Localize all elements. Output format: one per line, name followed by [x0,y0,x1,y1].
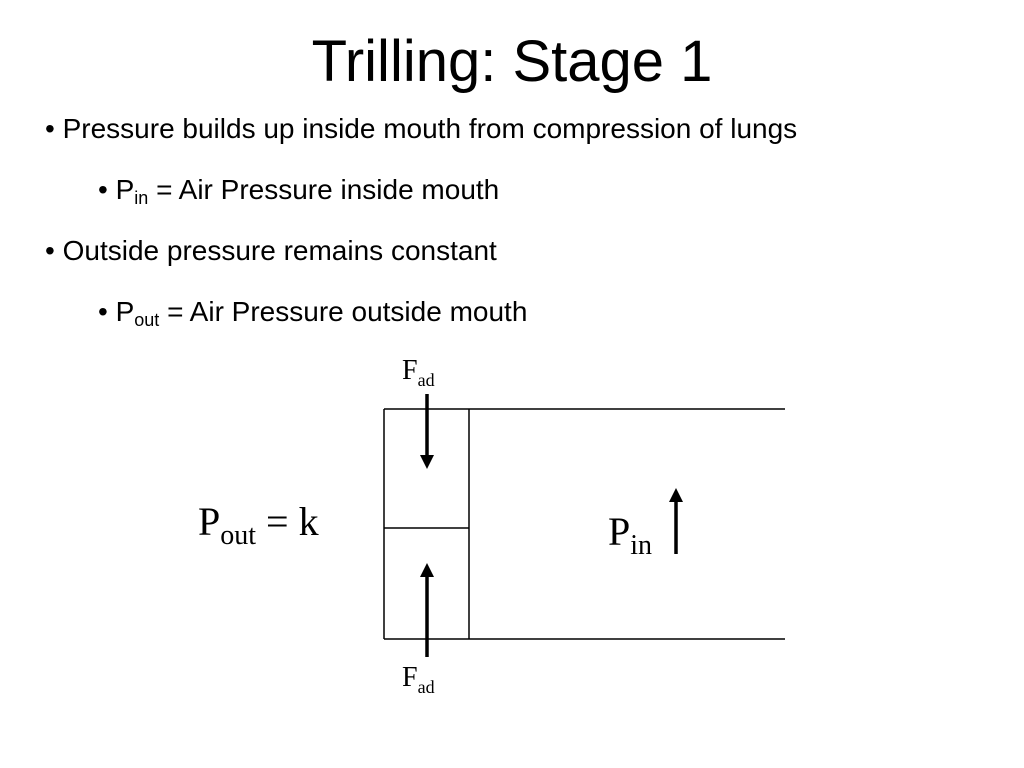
bullet-marker: • [98,296,108,327]
bullet-text: = Air Pressure inside mouth [148,174,500,205]
bullet-text: = Air Pressure outside mouth [159,296,528,327]
p-in-label: Pin [608,509,652,561]
bullet-marker: • [98,174,108,205]
bullet-subscript: in [134,188,149,208]
bullet-outside-pressure: • Outside pressure remains constant [45,235,497,267]
slide-title: Trilling: Stage 1 [311,29,713,94]
bullet-symbol: P [115,174,135,205]
p-out-equation: Pout = k [198,499,319,551]
f-ad-bottom-label: Fad [402,662,435,697]
bullet-pressure-builds: • Pressure builds up inside mouth from c… [45,113,797,145]
bullet-p-in-definition: • Pin = Air Pressure inside mouth [98,174,500,208]
bullet-marker: • [45,113,55,144]
bullet-text: Outside pressure remains constant [62,235,497,266]
bullet-text: Pressure builds up inside mouth from com… [62,113,798,144]
bullet-marker: • [45,235,55,266]
f-ad-top-label: Fad [402,355,435,390]
bullet-subscript: out [134,310,160,330]
bullet-symbol: P [115,296,135,327]
bullet-p-out-definition: • Pout = Air Pressure outside mouth [98,296,528,330]
